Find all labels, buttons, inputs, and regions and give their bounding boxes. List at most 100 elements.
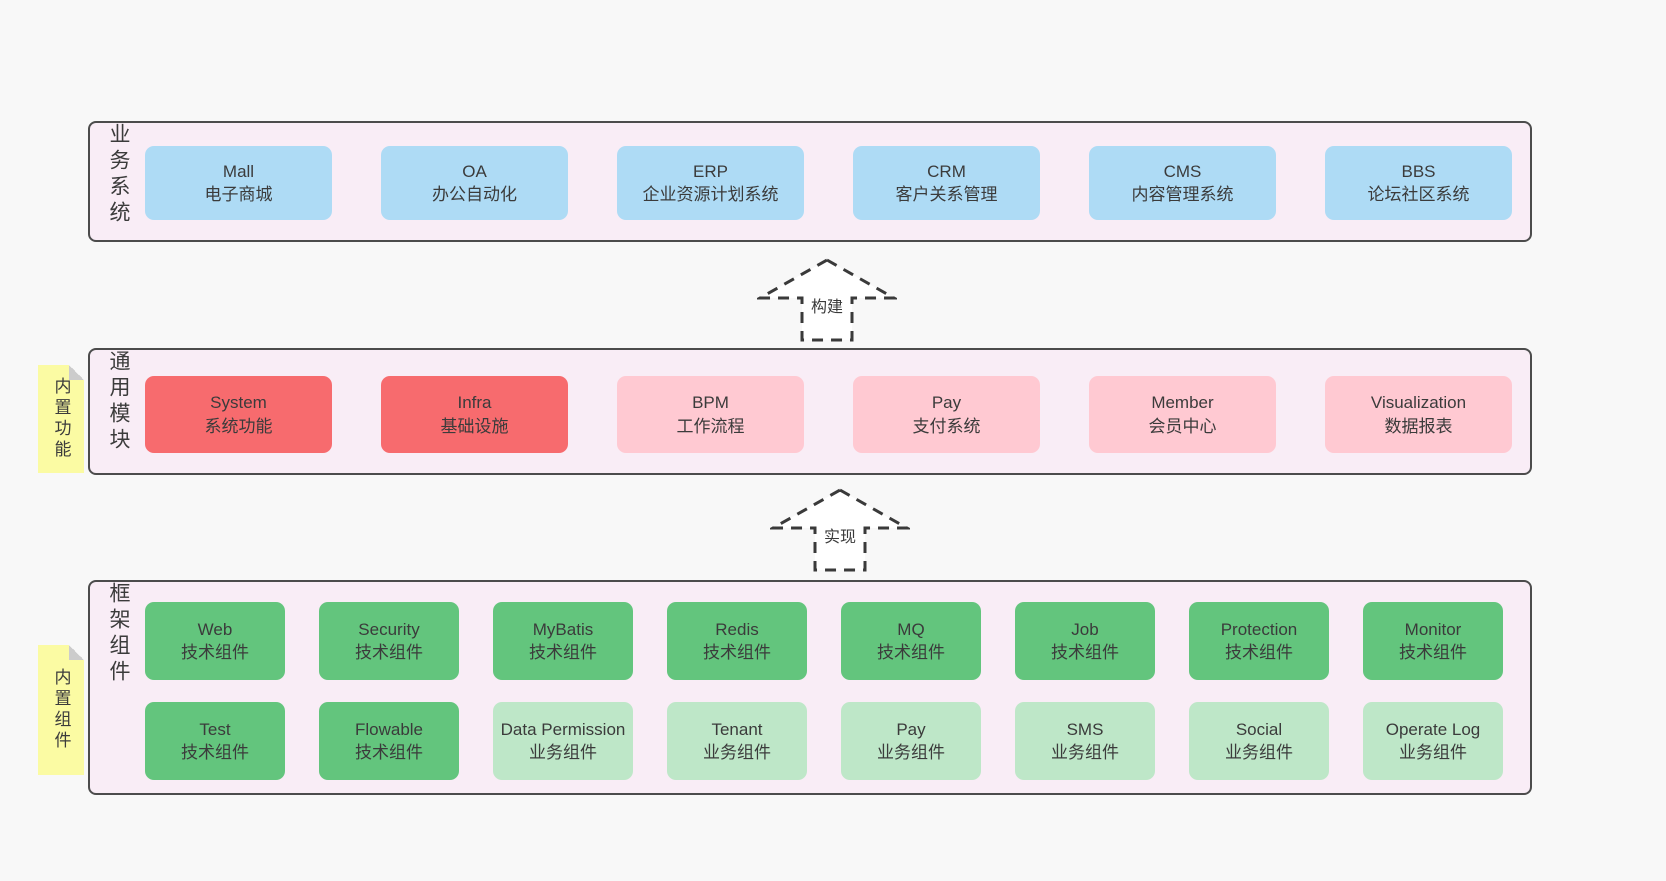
node-title: Visualization (1370, 393, 1467, 413)
modules-band-label: 通用模块 (107, 350, 130, 454)
node-title: BPM (692, 393, 729, 413)
node-title: Operate Log (1385, 719, 1481, 739)
node-title: Security (358, 619, 420, 639)
node-title: MQ (897, 619, 925, 639)
node-subtitle: 系统功能 (204, 416, 273, 436)
node-tenant: Tenant 业务组件 (667, 702, 807, 780)
node-title: Infra (457, 393, 492, 413)
node-title: System (210, 393, 267, 413)
node-subtitle: 业务组件 (703, 743, 771, 762)
node-subtitle: 支付系统 (912, 416, 981, 436)
framework-components-band: 框架组件 Web 技术组件 Security 技术组件 MyBatis 技术组件… (88, 580, 1532, 795)
node-test: Test 技术组件 (145, 702, 285, 780)
node-protection: Protection 技术组件 (1189, 602, 1329, 680)
business-systems-band: 业务系统 Mall 电子商城 OA 办公自动化 ERP 企业资源计划系统 CRM… (88, 121, 1532, 242)
node-title: Flowable (354, 719, 424, 739)
node-bpm: BPM 工作流程 (617, 376, 804, 453)
node-title: CRM (927, 161, 966, 181)
node-title: Tenant (711, 719, 763, 739)
node-subtitle: 工作流程 (676, 416, 745, 436)
folded-corner-icon (69, 365, 84, 380)
node-subtitle: 技术组件 (181, 743, 249, 762)
node-title: Monitor (1404, 619, 1462, 639)
built-in-components-tag: 内置组件 (38, 645, 84, 775)
node-data-permission: Data Permission 业务组件 (493, 702, 633, 780)
node-mall: Mall 电子商城 (145, 146, 332, 220)
node-subtitle: 办公自动化 (432, 185, 517, 204)
node-subtitle: 业务组件 (877, 743, 945, 762)
implement-arrow: 实现 (770, 487, 910, 573)
node-title: ERP (693, 161, 728, 181)
node-title: OA (462, 161, 487, 181)
node-erp: ERP 企业资源计划系统 (617, 146, 804, 220)
build-arrow: 构建 (757, 257, 897, 343)
node-subtitle: 技术组件 (529, 643, 597, 662)
node-cms: CMS 内容管理系统 (1089, 146, 1276, 220)
node-title: Test (199, 719, 231, 739)
node-title: Pay (931, 393, 962, 413)
node-system: System 系统功能 (145, 376, 332, 453)
node-crm: CRM 客户关系管理 (853, 146, 1040, 220)
node-subtitle: 技术组件 (1399, 643, 1467, 662)
framework-band-label: 框架组件 (107, 582, 130, 686)
framework-box-row-1: Web 技术组件 Security 技术组件 MyBatis 技术组件 Redi… (145, 602, 1503, 680)
node-member: Member 会员中心 (1089, 376, 1276, 453)
business-box-row: Mall 电子商城 OA 办公自动化 ERP 企业资源计划系统 CRM 客户关系… (145, 146, 1512, 220)
node-bbs: BBS 论坛社区系统 (1325, 146, 1512, 220)
node-flowable: Flowable 技术组件 (319, 702, 459, 780)
node-subtitle: 技术组件 (355, 743, 423, 762)
node-subtitle: 数据报表 (1384, 416, 1453, 436)
node-operate-log: Operate Log 业务组件 (1363, 702, 1503, 780)
node-subtitle: 技术组件 (877, 643, 945, 662)
business-band-label: 业务系统 (107, 123, 130, 227)
node-title: Member (1151, 393, 1214, 413)
node-sms: SMS 业务组件 (1015, 702, 1155, 780)
node-job: Job 技术组件 (1015, 602, 1155, 680)
node-title: Web (197, 619, 233, 639)
node-subtitle: 技术组件 (703, 643, 771, 662)
node-title: Protection (1220, 619, 1298, 639)
node-title: Redis (715, 619, 759, 639)
node-title: BBS (1401, 161, 1436, 181)
node-redis: Redis 技术组件 (667, 602, 807, 680)
node-subtitle: 企业资源计划系统 (642, 185, 779, 204)
node-pay-component: Pay 业务组件 (841, 702, 981, 780)
node-subtitle: 业务组件 (1399, 743, 1467, 762)
node-mq: MQ 技术组件 (841, 602, 981, 680)
node-subtitle: 技术组件 (181, 643, 249, 662)
tag-label: 内置功能 (51, 377, 71, 461)
node-security: Security 技术组件 (319, 602, 459, 680)
node-subtitle: 技术组件 (355, 643, 423, 662)
node-oa: OA 办公自动化 (381, 146, 568, 220)
node-subtitle: 业务组件 (529, 743, 597, 762)
node-subtitle: 客户关系管理 (895, 185, 998, 204)
implement-arrow-label: 实现 (820, 523, 860, 547)
node-infra: Infra 基础设施 (381, 376, 568, 453)
node-title: CMS (1163, 161, 1202, 181)
node-subtitle: 基础设施 (440, 416, 509, 436)
node-social: Social 业务组件 (1189, 702, 1329, 780)
node-subtitle: 业务组件 (1051, 743, 1119, 762)
node-title: Mall (222, 161, 255, 181)
node-visualization: Visualization 数据报表 (1325, 376, 1512, 453)
node-title: Pay (896, 719, 926, 739)
node-subtitle: 技术组件 (1225, 643, 1293, 662)
node-pay-module: Pay 支付系统 (853, 376, 1040, 453)
common-modules-band: 通用模块 System 系统功能 Infra 基础设施 BPM 工作流程 Pay… (88, 348, 1532, 475)
modules-box-row: System 系统功能 Infra 基础设施 BPM 工作流程 Pay 支付系统… (145, 376, 1512, 453)
node-subtitle: 电子商城 (204, 185, 273, 204)
node-title: Data Permission (500, 719, 626, 739)
folded-corner-icon (69, 645, 84, 660)
node-subtitle: 业务组件 (1225, 743, 1293, 762)
node-subtitle: 技术组件 (1051, 643, 1119, 662)
build-arrow-label: 构建 (807, 293, 847, 317)
node-title: Job (1071, 619, 1099, 639)
node-web: Web 技术组件 (145, 602, 285, 680)
built-in-features-tag: 内置功能 (38, 365, 84, 473)
node-title: MyBatis (532, 619, 594, 639)
node-title: SMS (1066, 719, 1104, 739)
node-subtitle: 会员中心 (1148, 416, 1217, 436)
node-monitor: Monitor 技术组件 (1363, 602, 1503, 680)
node-subtitle: 论坛社区系统 (1367, 185, 1470, 204)
tag-label: 内置组件 (51, 668, 71, 752)
